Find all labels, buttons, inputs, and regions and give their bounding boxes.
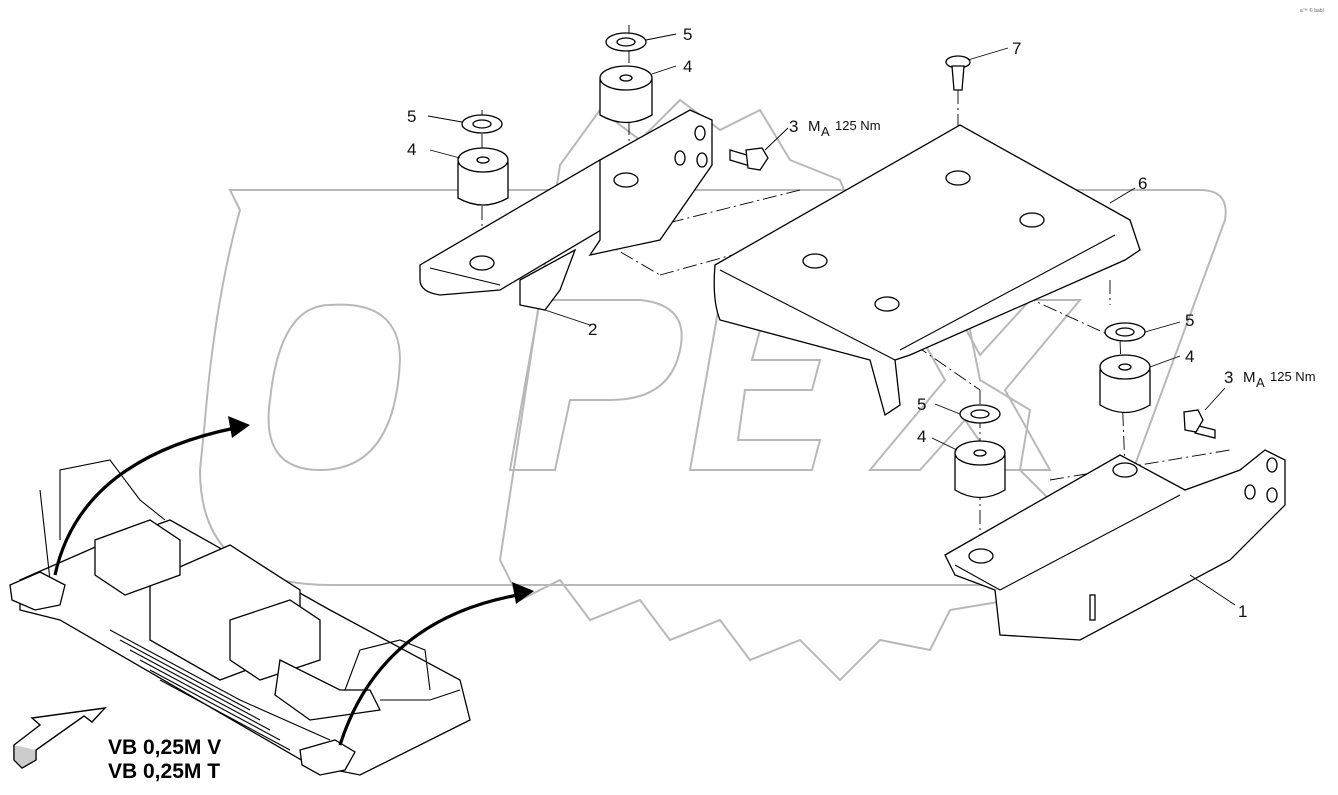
variant-labels: VB 0,25M V VB 0,25M T [108,736,221,783]
hex-bolt-a [729,147,769,171]
washer-a [605,32,647,52]
variant-label-v: VB 0,25M V [108,736,221,759]
machine-overview [9,459,471,776]
washer-c [1104,322,1146,342]
torque-symbol: M [1243,369,1256,386]
torque-symbol: M [808,118,821,135]
washer-d [959,404,1001,424]
hex-bolt-b [1183,409,1216,439]
curved-arrow-icon [338,582,534,746]
washer-b [461,114,503,134]
torque-value: 125 Nm [835,118,881,133]
callout-5-lower: 5 [917,395,926,414]
callout-4-left: 4 [407,140,416,159]
countersunk-screw [945,55,971,91]
torque-value: 125 Nm [1270,369,1316,384]
curved-arrow-icon [53,416,250,576]
callout-4-right: 4 [1185,347,1194,366]
torque-subscript: A [1256,375,1265,390]
callout-5-left: 5 [407,107,416,126]
torque-label-top: M A 125 Nm [808,118,881,139]
callout-1: 1 [1238,602,1247,621]
variant-label-t: VB 0,25M T [108,760,220,783]
callout-7: 7 [1012,39,1021,58]
callout-numbers: 5 4 5 4 3 7 6 2 5 4 3 5 4 1 [407,25,1247,621]
torque-label-right: M A 125 Nm [1243,369,1316,390]
bracket-right [944,449,1286,641]
callout-3-top: 3 [789,117,798,136]
callout-5-right: 5 [1185,311,1194,330]
callout-4-top: 4 [683,57,692,76]
rubber-mount-a [599,65,653,124]
torque-subscript: A [821,124,830,139]
leader-lines [427,33,1236,606]
bracket-left [419,109,713,311]
callout-2: 2 [588,320,597,339]
rubber-mount-c [1099,354,1151,414]
hollow-arrow-icon [13,707,107,769]
mounting-plate [713,124,1141,417]
rubber-mount-b [457,147,509,206]
callout-3-right: 3 [1224,368,1233,387]
callout-6: 6 [1138,174,1147,193]
rubber-mount-d [954,440,1006,499]
callout-5-top: 5 [683,25,692,44]
watermark-corner-text: a™ © babl [1300,7,1324,14]
callout-4-lower: 4 [917,427,926,446]
